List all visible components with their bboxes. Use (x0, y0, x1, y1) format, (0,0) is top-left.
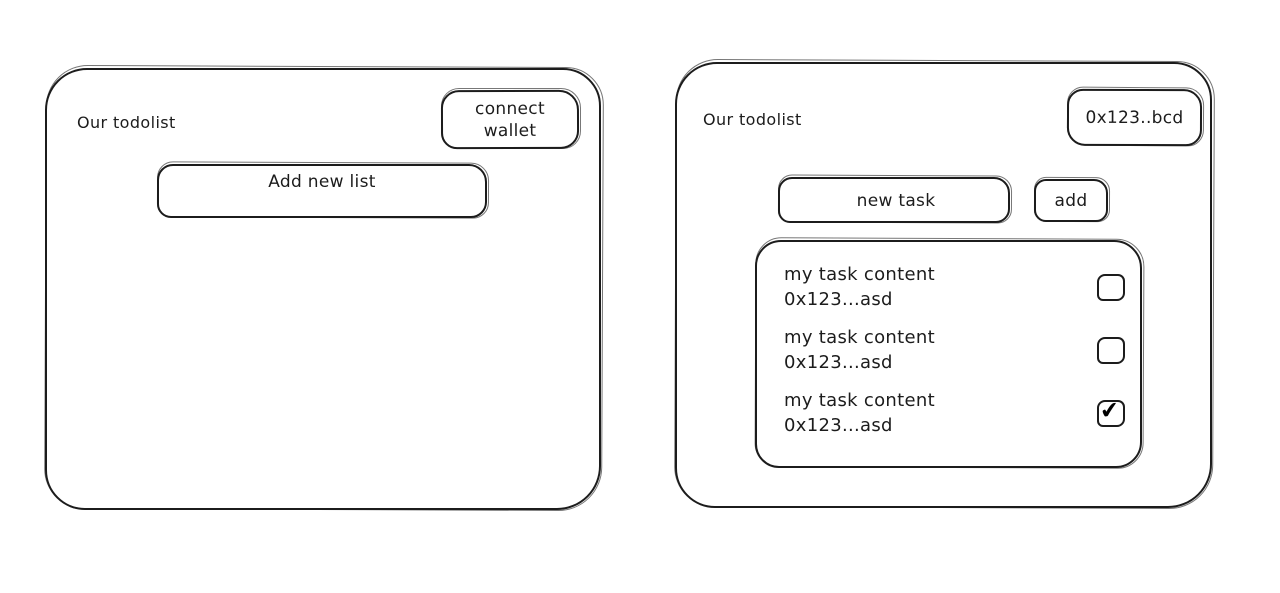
connect-wallet-label-line2: wallet (483, 120, 537, 141)
new-task-input[interactable] (780, 179, 1012, 223)
app-title: Our todolist (77, 113, 176, 132)
add-task-button[interactable]: add (1034, 179, 1108, 222)
todolist-panel-connected: Our todolist 0x123..bcd add my task cont… (675, 62, 1212, 508)
task-content: my task content (784, 264, 935, 285)
task-content: my task content (784, 327, 935, 348)
task-address: 0x123...asd (784, 289, 893, 310)
task-text: my task content 0x123...asd (784, 325, 935, 375)
add-new-list-label: Add new list (268, 172, 376, 192)
check-icon: ✔ (1099, 396, 1121, 425)
add-task-label: add (1054, 190, 1088, 211)
task-content: my task content (784, 390, 935, 411)
task-list: my task content 0x123...asd my task cont… (755, 240, 1142, 468)
wallet-address-label: 0x123..bcd (1085, 107, 1184, 128)
task-text: my task content 0x123...asd (784, 388, 935, 438)
add-new-list-button[interactable]: Add new list (157, 164, 487, 218)
connect-wallet-button[interactable]: connect wallet (440, 89, 580, 150)
task-text: my task content 0x123...asd (784, 262, 935, 312)
connect-wallet-label-line1: connect (474, 98, 545, 119)
task-row: my task content 0x123...asd (784, 262, 1125, 312)
task-address: 0x123...asd (784, 415, 893, 436)
task-row: my task content 0x123...asd ✔ (784, 388, 1125, 438)
task-checkbox-checked[interactable]: ✔ (1097, 396, 1125, 427)
wallet-address-button[interactable]: 0x123..bcd (1066, 88, 1203, 147)
task-address: 0x123...asd (784, 352, 893, 373)
task-checkbox-unchecked[interactable] (1097, 336, 1125, 364)
app-title: Our todolist (703, 110, 802, 129)
todolist-panel-disconnected: Our todolist connect wallet Add new list (45, 68, 601, 510)
new-task-input-box (778, 177, 1012, 223)
task-row: my task content 0x123...asd (784, 325, 1125, 375)
task-checkbox-unchecked[interactable] (1097, 273, 1125, 301)
